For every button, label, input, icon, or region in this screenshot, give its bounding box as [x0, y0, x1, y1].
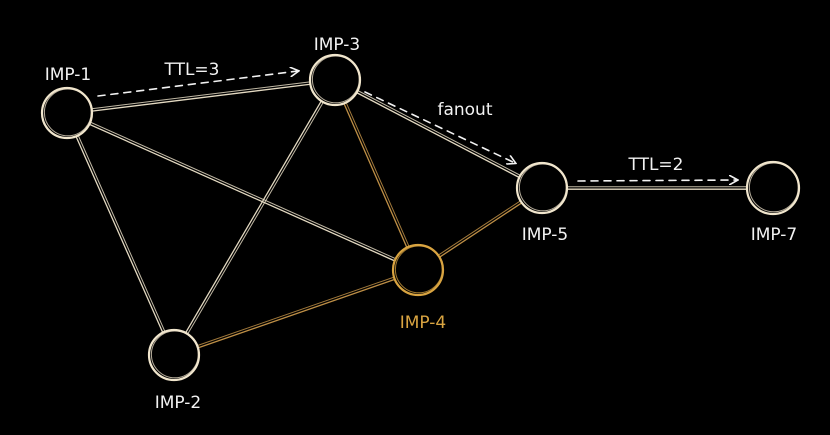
edge-imp1-imp4: [88, 121, 397, 262]
node-label-imp1: IMP-1: [45, 65, 92, 85]
edge-imp3-imp2: [184, 100, 324, 335]
edge-imp4-imp5: [437, 200, 523, 258]
arrow-fanout: [364, 91, 515, 163]
node-label-imp3: IMP-3: [314, 35, 361, 55]
node-imp4: [391, 243, 445, 297]
edge-imp3-imp4: [343, 101, 410, 249]
node-imp2: [147, 328, 201, 382]
arrows-layer: [97, 71, 737, 181]
node-imp1: [40, 86, 94, 140]
node-imp7: [745, 160, 801, 216]
edge-imp1-imp3: [91, 81, 311, 112]
node-label-imp5: IMP-5: [522, 225, 569, 245]
edges-layer: [75, 81, 748, 349]
arrow-ttl2: [577, 180, 737, 181]
edge-imp1-imp2: [75, 134, 166, 334]
arrow-ttl3: [97, 71, 298, 97]
edge-imp5-imp7: [566, 186, 748, 190]
node-imp3: [308, 53, 362, 107]
edge-imp2-imp4: [196, 276, 396, 349]
annotation-ttl3: TTL=3: [163, 60, 219, 80]
node-label-imp2: IMP-2: [155, 393, 202, 413]
annotation-ttl2: TTL=2: [627, 155, 683, 175]
edge-imp3-imp5: [355, 90, 521, 179]
node-label-imp7: IMP-7: [751, 225, 798, 245]
node-imp5: [515, 161, 569, 215]
annotation-fanout: fanout: [437, 100, 492, 120]
nodes-layer: [40, 53, 801, 382]
node-label-imp4: IMP-4: [400, 313, 447, 333]
